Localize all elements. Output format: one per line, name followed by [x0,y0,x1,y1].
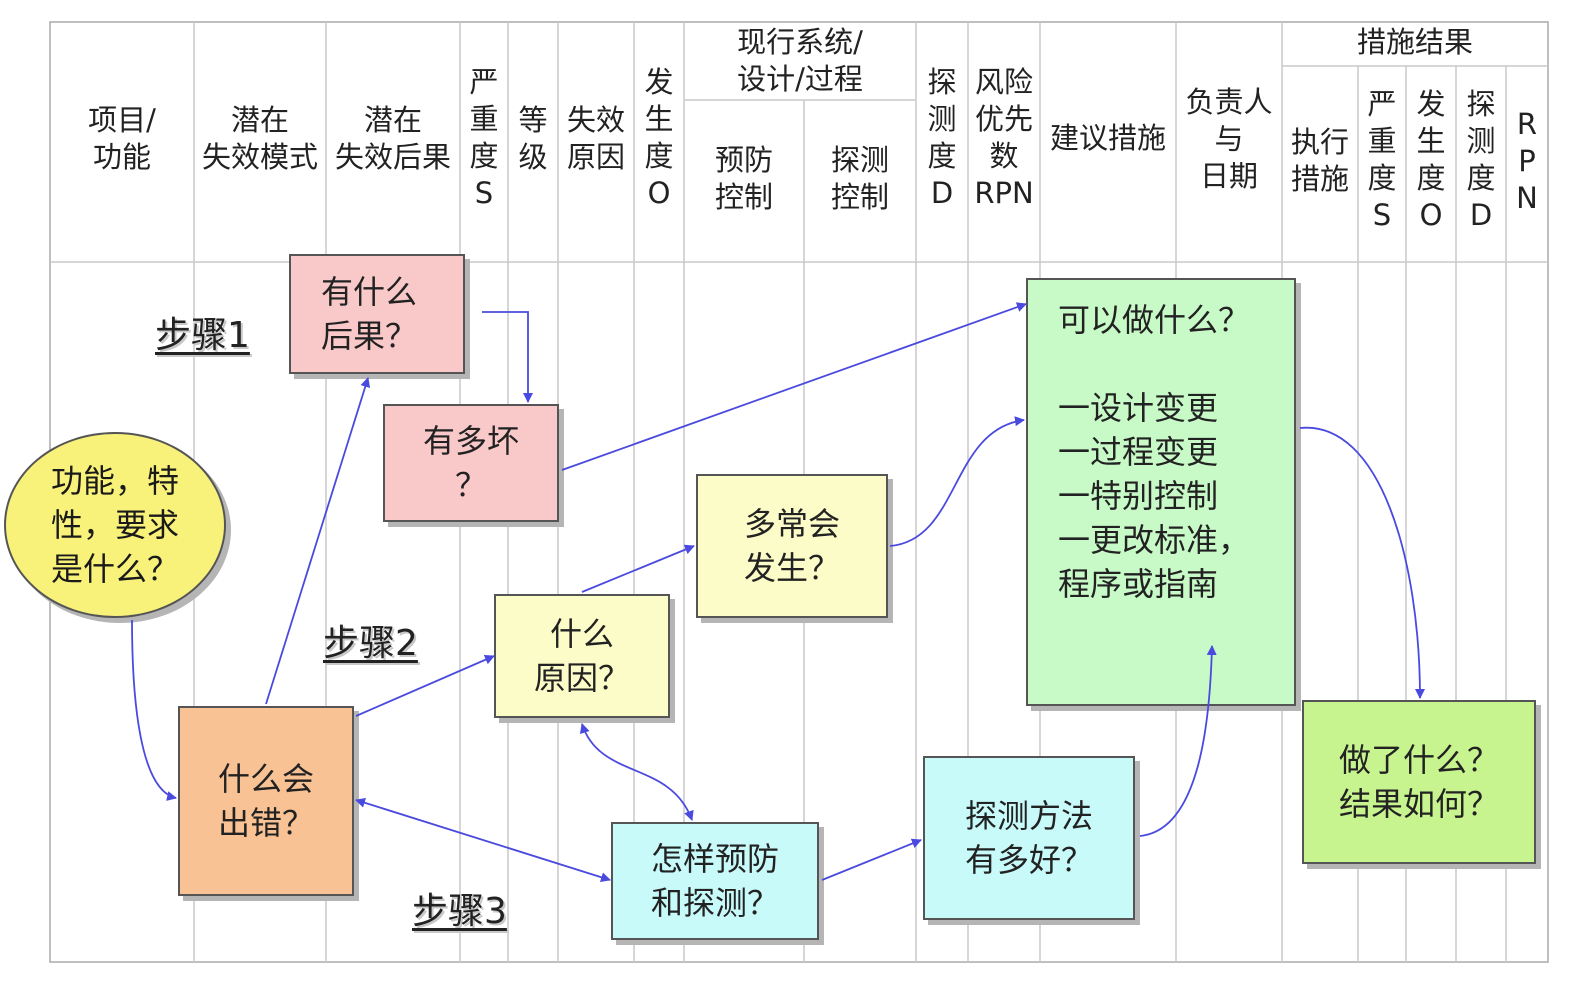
causes-box: 什么 原因？ [494,594,670,718]
step-1-label: 步骤1 [155,315,250,356]
header-detection: 探 测 度 D [927,65,957,210]
header-result-severity: 严 重 度 S [1367,87,1397,232]
header-detection-control: 探测 控制 [830,143,889,214]
header-result-rpn: R P N [1516,107,1538,215]
detect-method-box: 探测方法 有多好？ [923,756,1135,920]
how-bad-box: 有多坏 ？ [383,404,559,522]
header-class: 等 级 [518,103,548,174]
consequences-box: 有什么 后果？ [289,254,465,374]
header-result-detection: 探 测 度 D [1466,87,1496,232]
prevent-detect-box: 怎样预防 和探测？ [611,822,819,940]
header-occurrence: 发 生 度 O [644,65,674,210]
header-prevention-control: 预防 控制 [714,143,773,214]
step-2-label: 步骤2 [323,623,418,664]
header-severity: 严 重 度 S [469,65,499,210]
header-failure-cause: 失效 原因 [566,103,625,174]
header-recommended-actions: 建议措施 [1049,121,1166,155]
step-3-label: 步骤3 [412,891,507,932]
how-often-box: 多常会 发生？ [696,474,888,618]
header-potential-failure-effect: 潜在 失效后果 [334,103,451,174]
header-rpn: 风险 优先 数 RPN [974,65,1034,210]
what-wrong-box: 什么会 出错？ [178,706,354,896]
header-potential-failure-mode: 潜在 失效模式 [201,103,318,174]
what-done-box: 做了什么？ 结果如何？ [1302,700,1536,864]
requirements-ellipse: 功能，特 性，要求 是什么？ [4,432,226,618]
header-action-results: 措施结果 [1356,25,1473,59]
header-item-function: 项目/ 功能 [88,103,156,174]
header-current-controls: 现行系统/ 设计/过程 [737,25,863,96]
header-owner-date: 负责人 与 日期 [1185,85,1273,193]
header-result-occurrence: 发 生 度 O [1416,87,1446,232]
header-actions-taken: 执行 措施 [1290,125,1349,196]
what-can-do-box: 可以做什么？ 一设计变更 一过程变更 一特别控制 一更改标准， 程序或指南 [1026,278,1296,706]
